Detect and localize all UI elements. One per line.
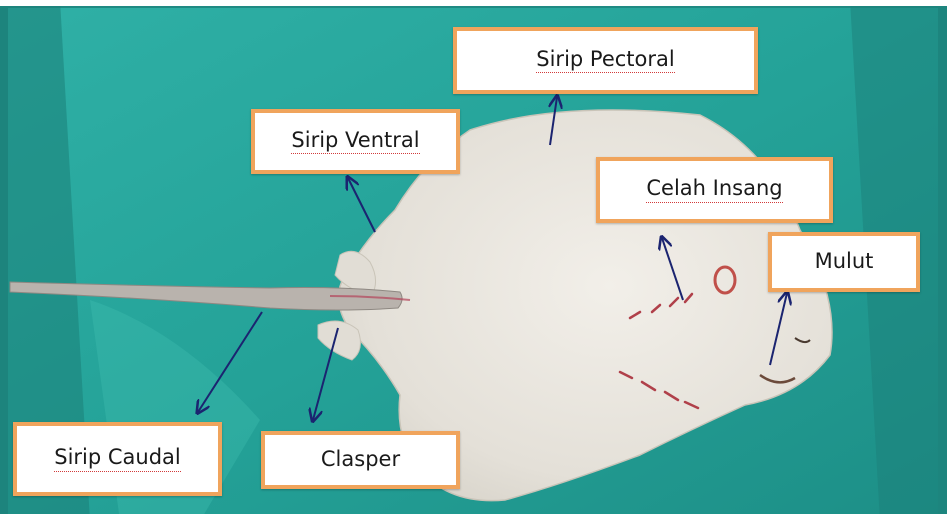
label-mulut: Mulut (768, 232, 920, 292)
label-text: Sirip Ventral (291, 129, 419, 154)
label-text: Clasper (321, 448, 400, 472)
label-celah-insang: Celah Insang (596, 157, 833, 223)
label-clasper: Clasper (261, 431, 460, 489)
label-sirip-pectoral: Sirip Pectoral (453, 27, 758, 94)
label-text: Celah Insang (646, 177, 782, 202)
label-text: Sirip Caudal (54, 446, 181, 471)
bottom-frame (0, 514, 947, 521)
label-text: Sirip Pectoral (536, 48, 674, 73)
top-frame (0, 0, 947, 6)
label-sirip-ventral: Sirip Ventral (251, 109, 460, 174)
label-text: Mulut (815, 250, 874, 274)
label-sirip-caudal: Sirip Caudal (13, 422, 222, 496)
